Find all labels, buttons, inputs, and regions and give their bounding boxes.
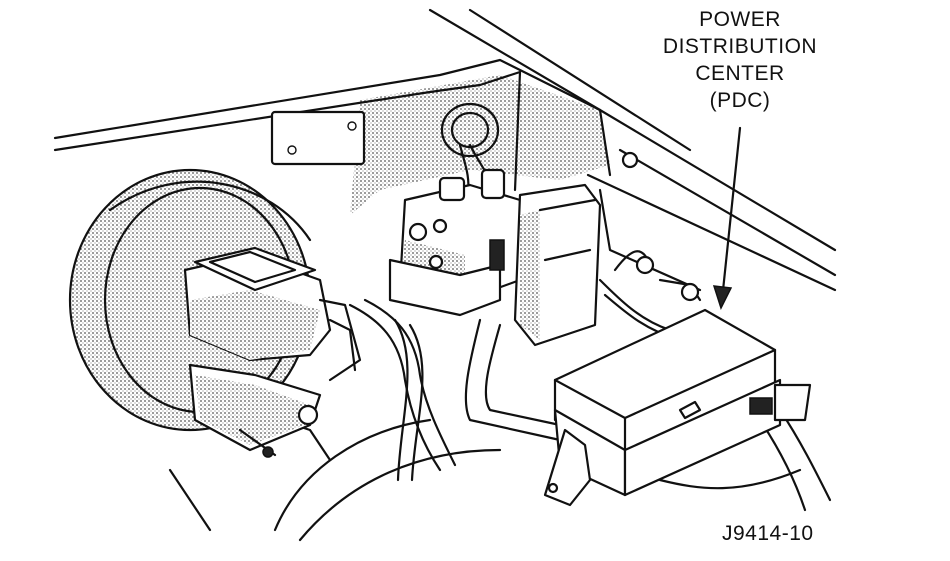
callout-line-2: DISTRIBUTION bbox=[662, 35, 818, 58]
battery-cable-terminal bbox=[613, 250, 702, 302]
relay-cover bbox=[513, 183, 602, 347]
callout-line-3: CENTER bbox=[695, 62, 785, 85]
callout-line-4: (PDC) bbox=[709, 89, 771, 112]
callout-line-1: POWER bbox=[699, 8, 781, 31]
figure-id: J9414-10 bbox=[722, 522, 814, 545]
inner-wheelhouse bbox=[168, 418, 502, 542]
power-distribution-center bbox=[543, 308, 812, 507]
pdc-callout-label: POWER DISTRIBUTION CENTER (PDC) bbox=[640, 6, 840, 114]
relay-block bbox=[388, 168, 522, 317]
right-fender bbox=[586, 108, 837, 292]
callout-leader-arrow bbox=[712, 126, 742, 310]
master-cylinder bbox=[183, 246, 362, 458]
